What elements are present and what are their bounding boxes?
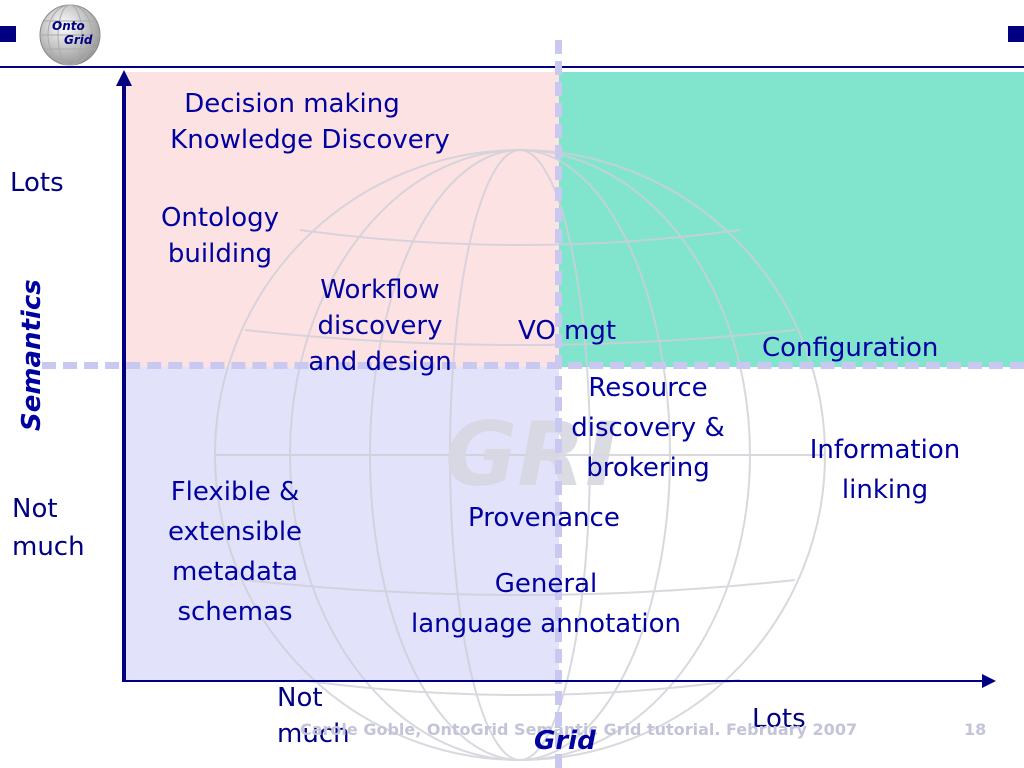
item-ontology-line-2: building [167,239,273,269]
horizontal-dashed-divider [42,362,1024,369]
logo-text-grid: Grid [64,33,93,47]
item-information-line-1: Information [809,435,961,465]
item-resource-discovery: Resource discovery & brokering [550,368,746,488]
item-resource-line-3: brokering [586,453,710,483]
x-axis-high-label: Lots [752,704,806,734]
quadrant-top-left [125,72,559,367]
page-number: 18 [964,720,987,739]
logo-text-onto: Onto [52,19,85,33]
item-ontology-line-1: Ontology [160,203,280,233]
item-resource-line-1: Resource [588,373,708,403]
item-resource-line-2: discovery & [571,413,725,443]
x-axis-low-line-1: Not [277,683,323,713]
header-rule [0,66,1024,68]
y-axis-high-label: Lots [10,168,64,198]
item-flexible-metadata: Flexible & extensible metadata schemas [140,472,330,632]
item-flexible-line-2: extensible [167,517,303,547]
ontogrid-logo: Onto Grid [38,3,102,67]
item-decision-making: Decision making Knowledge Discovery [140,86,480,158]
item-general-language-annotation: General language annotation [386,564,706,644]
item-flexible-line-1: Flexible & [170,477,300,507]
y-axis-low-label: Not much [12,490,85,566]
item-information-line-2: linking [841,475,929,505]
x-axis-arrowhead [982,674,996,688]
item-provenance: Provenance [468,503,620,533]
item-decision-line-2: Knowledge Discovery [170,125,450,155]
item-configuration: Configuration [762,333,939,363]
y-axis-name: Semantics [17,279,47,431]
footer-text: Carole Goble, OntoGrid Semantic Grid tut… [300,720,858,739]
item-workflow-line-1: Workflow [320,275,440,305]
header-square-right [1008,26,1024,42]
y-axis-arrowhead [116,70,132,86]
x-axis-low-line-2: much [277,719,350,749]
item-vo-mgt: VO mgt [518,316,617,346]
item-general-line-2: language annotation [410,609,682,639]
watermark-grid-letters: GRI [445,403,618,506]
item-decision-line-1: Decision making [184,89,400,119]
item-workflow-line-3: and design [308,347,452,377]
item-general-line-1: General [494,569,598,599]
item-information-linking: Information linking [790,430,980,510]
x-axis-name: Grid [534,726,596,756]
item-ontology-building: Ontology building [140,200,300,272]
item-workflow-discovery: Workflow discovery and design [290,272,470,380]
y-axis-low-line-2: much [12,532,85,562]
y-axis-low-line-1: Not [12,494,58,524]
item-flexible-line-4: schemas [177,597,293,627]
item-flexible-line-3: metadata [171,557,298,587]
header-square-left [0,26,16,42]
quadrant-bottom-left [125,367,559,682]
vertical-dashed-divider [555,40,562,768]
globe-icon [39,4,101,66]
item-workflow-line-2: discovery [317,311,443,341]
x-axis-low-label: Not much [277,680,350,752]
